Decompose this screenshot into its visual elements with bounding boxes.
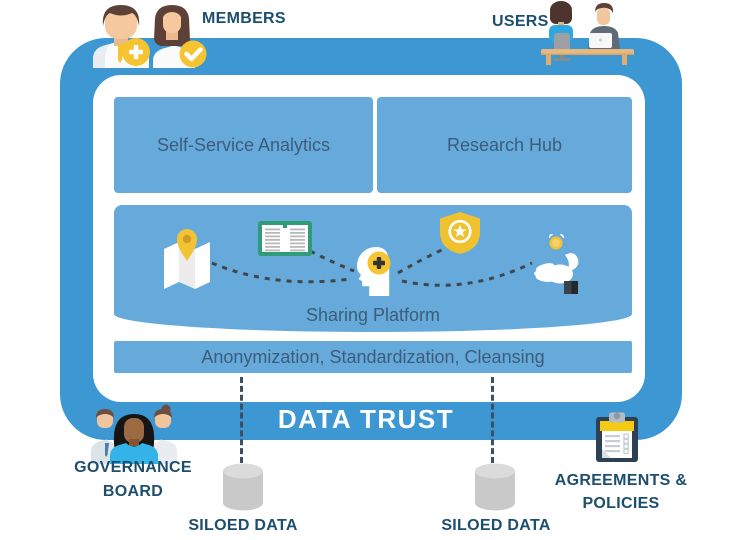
pipeline-bar: Anonymization, Standardization, Cleansin… (114, 341, 632, 373)
governance-board-group-icon (91, 404, 177, 464)
shield-star-icon (440, 212, 480, 254)
members-label: MEMBERS (202, 10, 286, 27)
clipboard-icon (596, 412, 638, 462)
dashed-line-right (491, 377, 494, 463)
siloed-data-left-label: SILOED DATA (188, 517, 298, 534)
database-cylinder-icon (223, 463, 263, 511)
research-hub-label: Research Hub (446, 134, 563, 155)
head-plus-icon (357, 247, 391, 296)
governance-board-label: GOVERNANCE BOARD (56, 456, 210, 504)
database-cylinder-icon (475, 463, 515, 511)
hand-coin-icon (534, 234, 579, 294)
board-member-right (154, 404, 177, 464)
agreements-line-1: AGREEMENTS & (554, 472, 688, 489)
open-book-icon (258, 221, 312, 256)
dashed-connector-lines (211, 247, 533, 287)
map-location-icon (164, 229, 210, 289)
research-hub-box: Research Hub (377, 97, 632, 193)
agreements-line-2: POLICIES (582, 495, 660, 512)
sharing-platform-label: Sharing Platform (305, 305, 441, 325)
seated-man (588, 3, 620, 49)
agreements-policies-label: AGREEMENTS & POLICIES (544, 469, 698, 515)
pipeline-label: Anonymization, Standardization, Cleansin… (201, 346, 545, 367)
users-at-desk-icon (541, 1, 634, 65)
self-service-analytics-label: Self-Service Analytics (156, 134, 331, 155)
woman-avatar (153, 5, 207, 68)
governance-line-1: GOVERNANCE (74, 459, 192, 476)
man-avatar (93, 5, 150, 68)
users-label: USERS (492, 13, 549, 30)
self-service-analytics-box: Self-Service Analytics (114, 97, 373, 193)
board-member-left (91, 409, 114, 464)
dashed-line-left (240, 377, 243, 463)
seated-woman (549, 1, 573, 61)
siloed-data-right-label: SILOED DATA (441, 517, 551, 534)
member-avatars-icon (93, 5, 207, 68)
desk (541, 49, 634, 65)
data-trust-title: DATA TRUST (277, 404, 455, 434)
board-chair-center (110, 414, 158, 464)
governance-line-2: BOARD (102, 483, 164, 500)
